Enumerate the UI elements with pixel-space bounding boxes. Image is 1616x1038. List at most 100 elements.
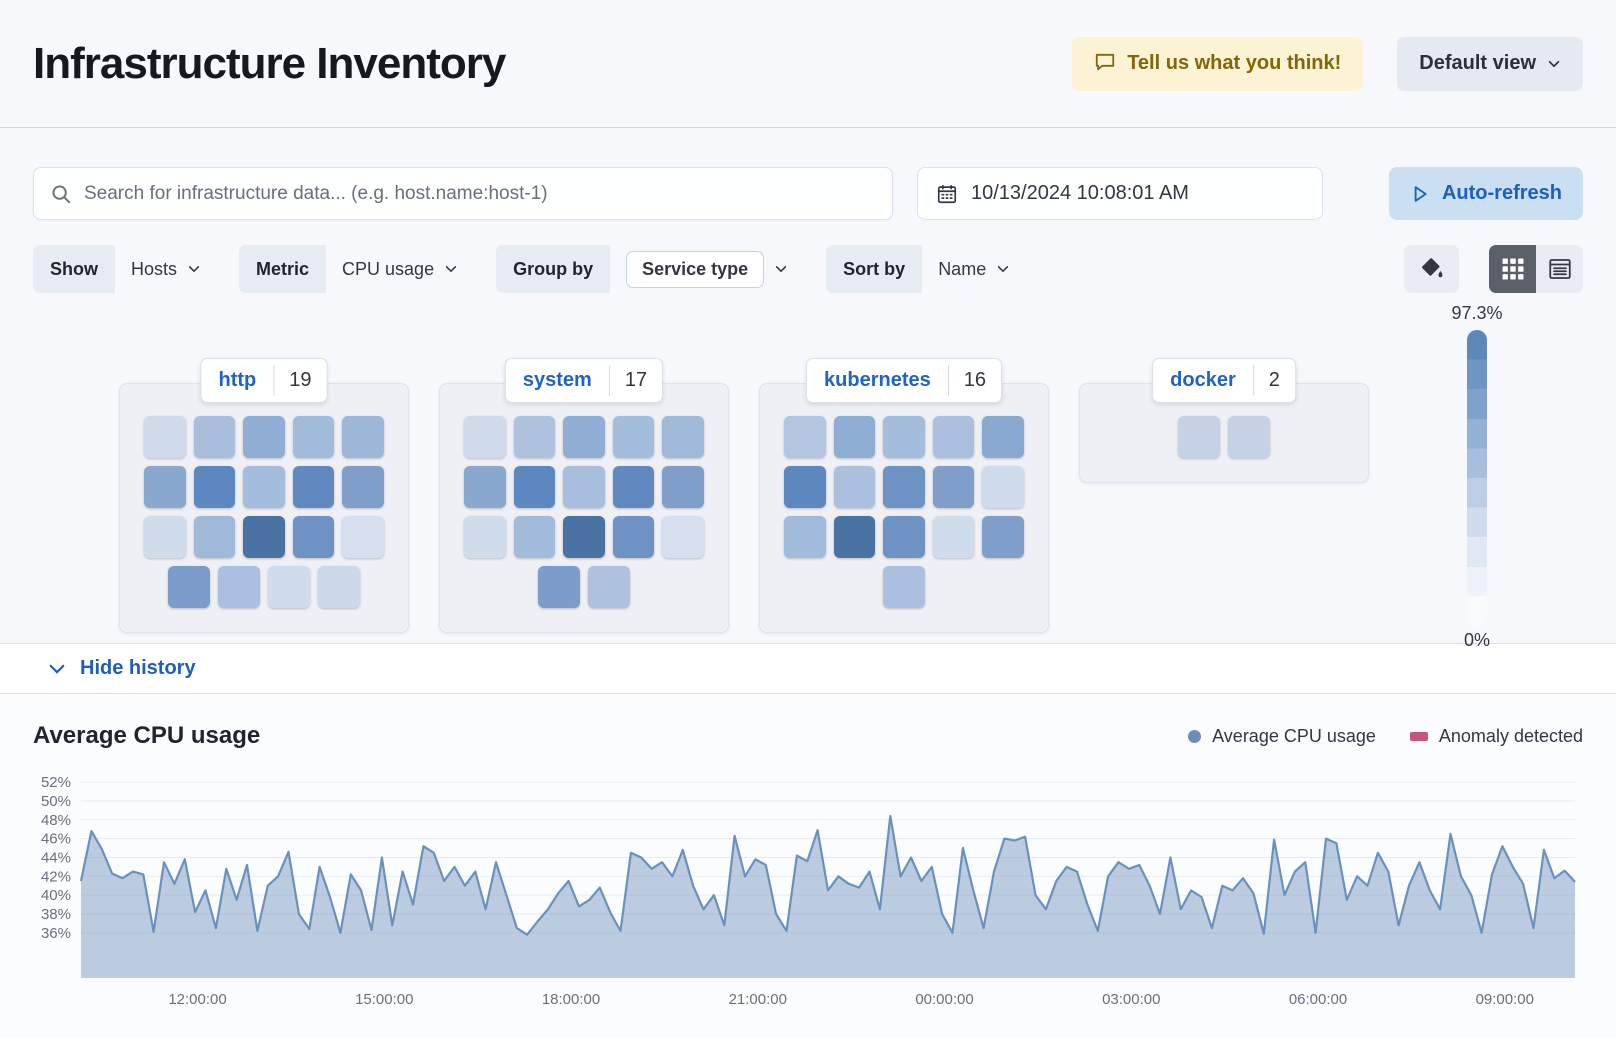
tile-row xyxy=(464,466,704,508)
host-tile[interactable] xyxy=(538,566,580,608)
svg-text:50%: 50% xyxy=(41,793,71,810)
auto-refresh-label: Auto-refresh xyxy=(1441,182,1562,204)
host-tile[interactable] xyxy=(513,416,556,458)
host-tile[interactable] xyxy=(464,466,506,508)
host-tile[interactable] xyxy=(168,566,210,608)
filter-group-show: Show Hosts xyxy=(33,245,217,293)
metric-dropdown[interactable]: CPU usage xyxy=(326,245,474,293)
host-tile[interactable] xyxy=(883,416,925,458)
host-tile[interactable] xyxy=(193,466,236,508)
host-tile[interactable] xyxy=(144,516,186,558)
host-tile[interactable] xyxy=(883,516,925,558)
chevron-down-icon xyxy=(49,664,65,674)
grid-view-button[interactable] xyxy=(1489,245,1536,293)
groupby-dropdown[interactable]: Service type xyxy=(610,245,804,293)
table-view-button[interactable] xyxy=(1536,245,1583,293)
host-tile[interactable] xyxy=(218,566,260,608)
host-tile[interactable] xyxy=(662,466,704,508)
host-tile[interactable] xyxy=(563,516,605,558)
host-tile[interactable] xyxy=(932,516,975,558)
host-tile[interactable] xyxy=(982,516,1024,558)
auto-refresh-button[interactable]: Auto-refresh xyxy=(1389,167,1583,220)
host-tile[interactable] xyxy=(982,466,1024,508)
color-scale-legend: 97.3% 0% xyxy=(1447,303,1507,651)
host-tile[interactable] xyxy=(612,416,655,458)
date-picker[interactable]: 10/13/2024 10:08:01 AM xyxy=(917,167,1323,220)
host-tile[interactable] xyxy=(883,466,925,508)
host-tile[interactable] xyxy=(268,566,310,608)
legend-item-anomaly[interactable]: Anomaly detected xyxy=(1409,725,1583,747)
show-dropdown[interactable]: Hosts xyxy=(115,245,217,293)
page-header: Infrastructure Inventory Tell us what yo… xyxy=(0,0,1616,128)
host-tile[interactable] xyxy=(1178,416,1220,458)
host-tile[interactable] xyxy=(342,516,384,558)
search-input[interactable] xyxy=(84,182,876,205)
host-tile[interactable] xyxy=(563,466,605,508)
host-tile[interactable] xyxy=(513,466,556,508)
badge-divider xyxy=(947,365,949,396)
hide-history-toggle[interactable]: Hide history xyxy=(0,643,1616,694)
host-tile[interactable] xyxy=(588,566,630,608)
sortby-dropdown[interactable]: Name xyxy=(922,245,1026,293)
host-tile[interactable] xyxy=(932,416,975,458)
host-tile[interactable] xyxy=(982,416,1024,458)
host-tile[interactable] xyxy=(833,416,876,458)
host-tile[interactable] xyxy=(784,416,826,458)
host-tile[interactable] xyxy=(784,516,826,558)
host-tile[interactable] xyxy=(932,466,975,508)
host-tile[interactable] xyxy=(144,466,186,508)
legend-label: Anomaly detected xyxy=(1438,725,1583,746)
host-tile[interactable] xyxy=(784,466,826,508)
chart-title: Average CPU usage xyxy=(33,722,261,749)
feedback-label: Tell us what you think! xyxy=(1127,52,1342,74)
feedback-button[interactable]: Tell us what you think! xyxy=(1072,36,1364,91)
host-tile[interactable] xyxy=(464,416,506,458)
host-tile[interactable] xyxy=(292,416,335,458)
toolbar-right xyxy=(1404,245,1583,293)
tile-grid xyxy=(464,416,704,608)
host-tile[interactable] xyxy=(342,416,384,458)
host-tile[interactable] xyxy=(563,416,605,458)
legend-rect-marker xyxy=(1409,731,1428,741)
host-tile[interactable] xyxy=(292,516,335,558)
svg-text:00:00:00: 00:00:00 xyxy=(915,991,973,1008)
svg-text:06:00:00: 06:00:00 xyxy=(1289,991,1347,1008)
svg-text:46%: 46% xyxy=(41,831,71,848)
host-tile[interactable] xyxy=(833,516,876,558)
host-tile[interactable] xyxy=(612,466,655,508)
chevron-down-icon xyxy=(1548,60,1560,67)
view-selector-button[interactable]: Default view xyxy=(1397,36,1583,91)
host-tile[interactable] xyxy=(318,566,360,608)
metric-label: Metric xyxy=(239,245,327,293)
tile-row xyxy=(1104,416,1344,458)
tile-row xyxy=(784,466,1024,508)
host-tile[interactable] xyxy=(342,466,384,508)
host-tile[interactable] xyxy=(513,516,556,558)
legend-item-series[interactable]: Average CPU usage xyxy=(1188,726,1376,747)
host-tile[interactable] xyxy=(243,516,285,558)
host-tile[interactable] xyxy=(243,416,285,458)
host-tile[interactable] xyxy=(464,516,506,558)
tile-row xyxy=(464,566,704,608)
color-palette-button[interactable] xyxy=(1404,245,1459,293)
host-tile[interactable] xyxy=(612,516,655,558)
svg-text:03:00:00: 03:00:00 xyxy=(1102,991,1160,1008)
host-tile[interactable] xyxy=(243,466,285,508)
tile-row xyxy=(144,516,384,558)
tile-row xyxy=(784,516,1024,558)
host-tile[interactable] xyxy=(193,516,236,558)
host-tile[interactable] xyxy=(833,466,876,508)
host-tile[interactable] xyxy=(193,416,236,458)
host-tile[interactable] xyxy=(144,416,186,458)
page-title: Infrastructure Inventory xyxy=(33,38,506,88)
host-tile[interactable] xyxy=(292,466,335,508)
host-tile[interactable] xyxy=(1228,416,1270,458)
host-tile[interactable] xyxy=(662,416,704,458)
host-tile[interactable] xyxy=(883,566,925,608)
host-tile[interactable] xyxy=(662,516,704,558)
